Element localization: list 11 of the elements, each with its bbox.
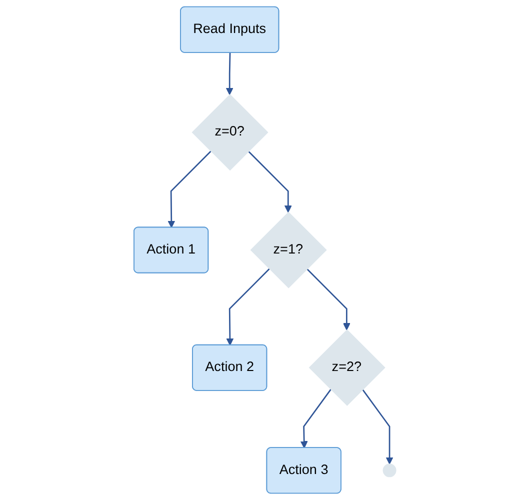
arrow [226, 268, 270, 346]
arrow [300, 389, 331, 448]
arrow [167, 150, 211, 228]
arrow [362, 389, 393, 464]
arrow [225, 52, 233, 96]
node-diamond: z=0? [191, 94, 268, 171]
node-diamond: z=2? [308, 329, 385, 406]
node-diamond: z=1? [250, 212, 326, 288]
arrow [248, 150, 292, 213]
node-circle [382, 464, 396, 478]
arrow [306, 268, 350, 330]
